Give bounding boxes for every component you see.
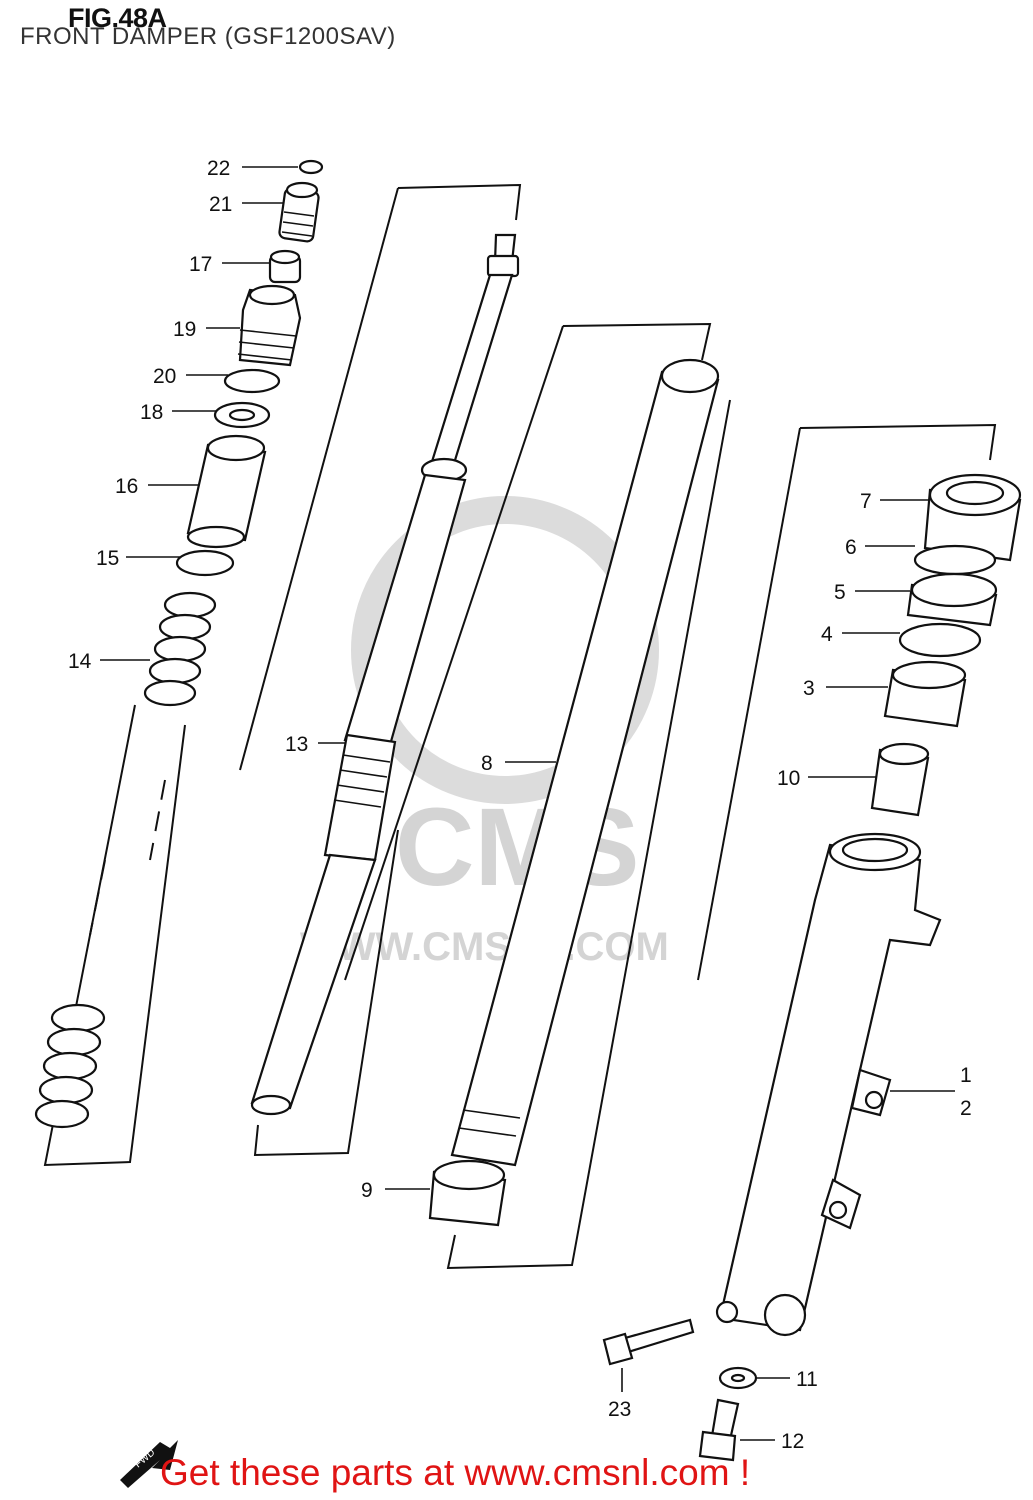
part-13-damper-rod bbox=[250, 233, 520, 1116]
part-14-fork-spring-top bbox=[143, 591, 217, 707]
leader-lines bbox=[100, 166, 955, 1441]
callout-22: 22 bbox=[207, 157, 230, 180]
callout-19: 19 bbox=[173, 318, 196, 341]
callout-12: 12 bbox=[781, 1430, 804, 1453]
callout-9: 9 bbox=[361, 1179, 373, 1202]
callout-18: 18 bbox=[140, 401, 163, 424]
callout-8: 8 bbox=[481, 752, 493, 775]
callout-20: 20 bbox=[153, 365, 176, 388]
part-4-washer bbox=[898, 622, 982, 658]
part-15-seat bbox=[175, 549, 235, 577]
part-19-cap-bolt bbox=[237, 284, 302, 367]
footer-link[interactable]: Get these parts at www.cmsnl.com ! bbox=[160, 1452, 751, 1493]
part-23-axle-pinch-bolt bbox=[602, 1318, 695, 1366]
callout-14: 14 bbox=[68, 650, 92, 673]
callout-23: 23 bbox=[608, 1398, 631, 1421]
callout-1: 1 bbox=[960, 1064, 972, 1087]
callout-15: 15 bbox=[96, 547, 119, 570]
part-12-damper-bolt bbox=[698, 1398, 740, 1462]
part-3-guide-bush bbox=[883, 660, 967, 728]
callout-17: 17 bbox=[189, 253, 212, 276]
part-11-gasket bbox=[718, 1366, 758, 1390]
callout-3: 3 bbox=[803, 677, 815, 700]
callout-16: 16 bbox=[115, 475, 138, 498]
callout-6: 6 bbox=[845, 536, 857, 559]
callout-21: 21 bbox=[209, 193, 232, 216]
callout-2: 2 bbox=[960, 1097, 972, 1120]
part-6-circlip bbox=[913, 544, 997, 576]
part-1-2-outer-tube bbox=[715, 832, 942, 1337]
part-20-o-ring bbox=[223, 368, 281, 394]
callout-labels: 22 21 17 19 20 18 16 15 14 13 8 7 6 5 4 … bbox=[68, 157, 972, 1453]
callout-4: 4 bbox=[821, 623, 833, 646]
part-8-inner-tube bbox=[450, 358, 720, 1167]
part-5-oil-seal bbox=[906, 572, 998, 627]
part-7-dust-seal bbox=[923, 473, 1022, 562]
callout-13: 13 bbox=[285, 733, 308, 756]
part-14-fork-spring-bottom bbox=[34, 1003, 106, 1129]
part-22-o-ring bbox=[298, 159, 324, 175]
figure-title: FIG.48A bbox=[68, 3, 167, 33]
callout-11: 11 bbox=[796, 1368, 818, 1391]
callout-10: 10 bbox=[777, 767, 800, 790]
part-10-oil-lock-piece bbox=[870, 742, 930, 817]
part-18-washer bbox=[213, 401, 271, 429]
part-16-spacer bbox=[186, 434, 267, 549]
part-17-collar bbox=[268, 249, 302, 284]
part-9-slide-bush bbox=[428, 1159, 507, 1227]
assembly-guides bbox=[43, 183, 997, 1270]
part-21-adjuster-bolt bbox=[278, 181, 320, 243]
callout-5: 5 bbox=[834, 581, 846, 604]
figure-subtitle: FRONT DAMPER (GSF1200SAV) bbox=[20, 23, 396, 50]
callout-7: 7 bbox=[860, 490, 872, 513]
